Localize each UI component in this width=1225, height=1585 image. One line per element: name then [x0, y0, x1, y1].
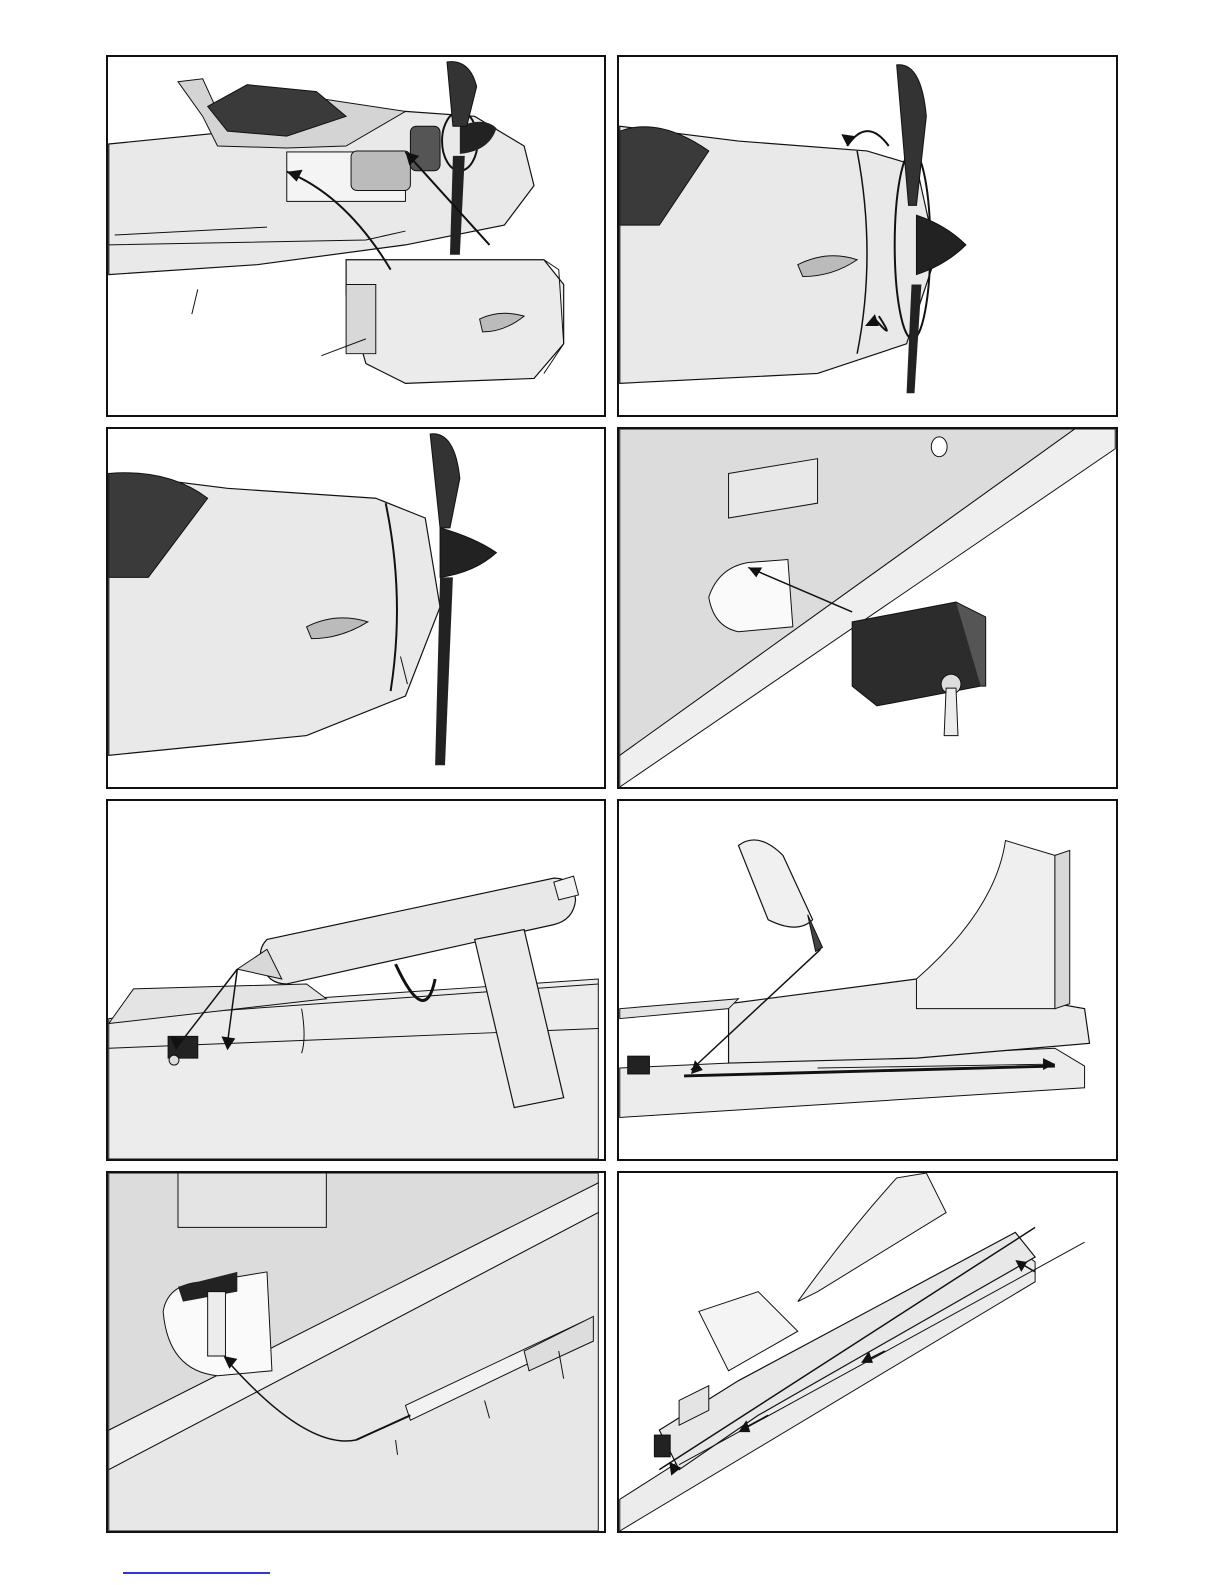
footer-link-underline[interactable]: [123, 1572, 270, 1574]
figure-panel-connect-pushrod: [106, 1171, 606, 1533]
insert-servo-illustration: [619, 429, 1116, 787]
figure-panel-rotate-cowling: [617, 55, 1118, 417]
cowling-installed-illustration: [108, 429, 604, 787]
connect-pushrod-illustration: [108, 1173, 604, 1531]
figure-panel-cowling-installed: [106, 427, 606, 789]
hot-glue-servo-illustration: [108, 801, 604, 1159]
rotate-cowling-illustration: [619, 57, 1116, 415]
glue-pushrod-tube-illustration: [619, 801, 1116, 1159]
figure-panel-insert-servo: [617, 427, 1118, 789]
route-pushrod-illustration: [619, 1173, 1116, 1531]
figure-panel-hot-glue-servo: [106, 799, 606, 1161]
figure-panel-glue-pushrod-tube: [617, 799, 1118, 1161]
remove-cowling-illustration: [108, 57, 604, 415]
figure-panel-remove-cowling: [106, 55, 606, 417]
figure-panel-route-pushrod: [617, 1171, 1118, 1533]
